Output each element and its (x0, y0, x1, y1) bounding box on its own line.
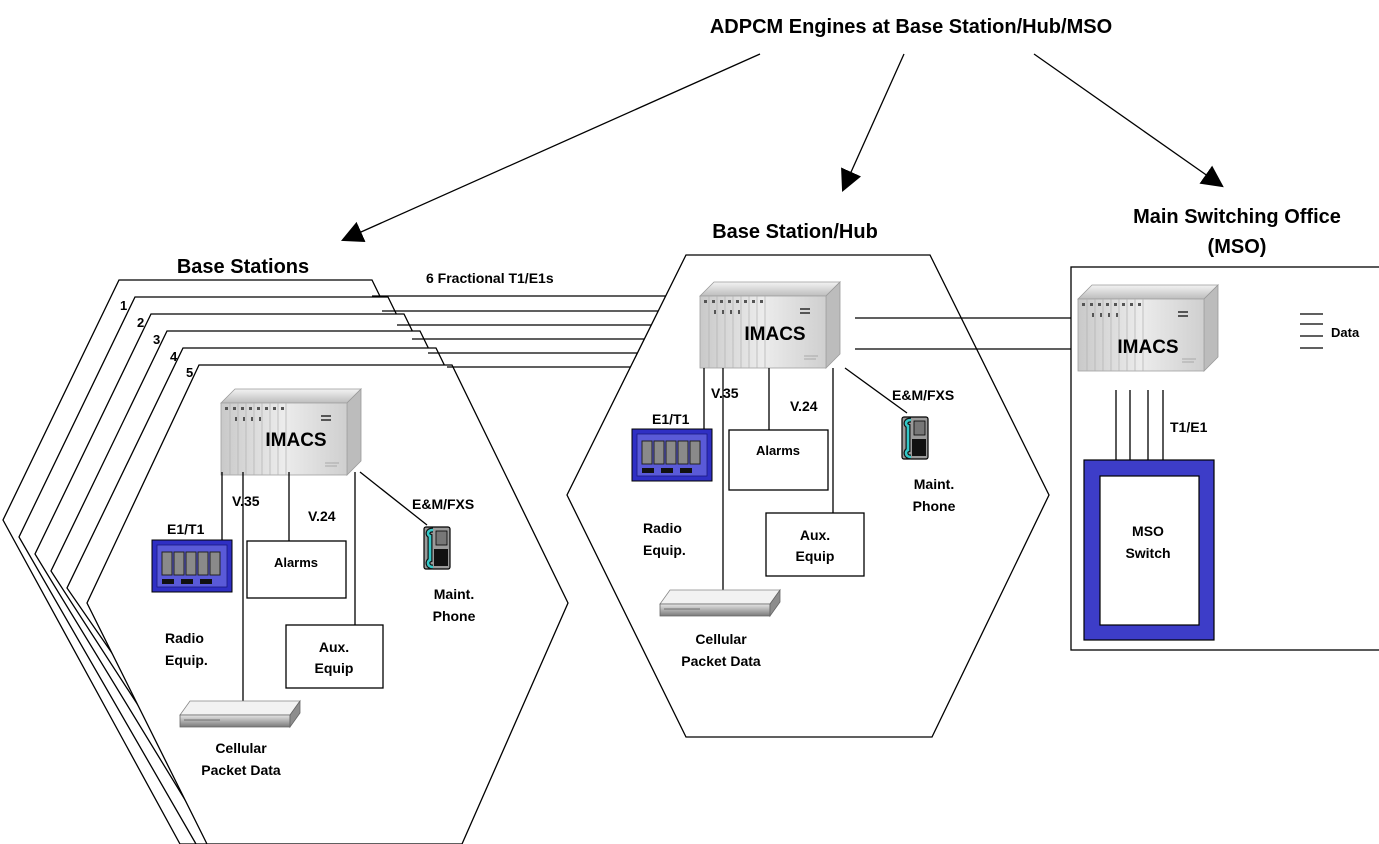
base-cellular-modem (179, 700, 301, 728)
base-aux-equip-box (285, 624, 384, 689)
trunk-label: 6 Fractional T1/E1s (426, 270, 554, 286)
hub-aux-equip-box (765, 512, 865, 577)
base-station-number-5: 5 (186, 365, 193, 380)
base-station-number-2: 2 (137, 315, 144, 330)
base-cellular-label-1: Cellular (215, 740, 267, 756)
mso-imacs-label: IMACS (1117, 337, 1178, 358)
hub-maint-label-1: Maint. (914, 476, 954, 492)
hub-maint-phone (902, 417, 928, 459)
mso-data-lines (1300, 313, 1323, 349)
hub-group: Base Station/Hub IMACS V.35 V.24 E&M/FXS… (566, 221, 1050, 738)
hub-hexagon (566, 254, 1050, 738)
base-e1t1-label: E1/T1 (167, 521, 205, 537)
base-maint-label-1: Maint. (434, 586, 474, 602)
mso-heading-line-2: (MSO) (1208, 236, 1267, 258)
hub-cellular-label-1: Cellular (695, 631, 747, 647)
base-stations-heading: Base Stations (177, 256, 309, 278)
base-station-number-4: 4 (170, 349, 178, 364)
hub-radio-label-1: Radio (643, 520, 682, 536)
mso-switch-label-1: MSO (1132, 523, 1164, 539)
hub-radio-device (631, 428, 713, 482)
base-cellular-label-2: Packet Data (201, 762, 281, 778)
hub-cellular-modem (659, 589, 781, 617)
arrow-to-hub (841, 53, 905, 193)
arrow-to-base-stations (340, 53, 761, 242)
arrow-to-mso (1033, 53, 1224, 188)
mso-data-label: Data (1331, 325, 1360, 340)
hub-e1t1-label: E1/T1 (652, 411, 690, 427)
base-imacs-label: IMACS (265, 430, 326, 451)
mso-heading-line-1: Main Switching Office (1133, 206, 1341, 228)
hub-link-v35: V.35 (711, 385, 739, 401)
mso-switch-label-2: Switch (1125, 545, 1170, 561)
base-radio-label-1: Radio (165, 630, 204, 646)
base-link-v35: V.35 (232, 493, 260, 509)
base-radio-device (151, 539, 233, 593)
base-maint-phone (424, 527, 450, 569)
hub-radio-label-2: Equip. (643, 542, 686, 558)
base-link-em-fxs: E&M/FXS (412, 496, 474, 512)
hub-aux-label-1: Aux. (800, 527, 830, 543)
hub-cellular-label-2: Packet Data (681, 653, 761, 669)
hub-maint-label-2: Phone (913, 498, 956, 514)
base-radio-label-2: Equip. (165, 652, 208, 668)
base-aux-label-2: Equip (315, 660, 354, 676)
base-link-v24: V.24 (308, 508, 336, 524)
base-alarms-box (246, 540, 347, 599)
hub-aux-label-2: Equip (796, 548, 835, 564)
hub-alarms-box (728, 429, 829, 491)
diagram-title: ADPCM Engines at Base Station/Hub/MSO (710, 16, 1112, 38)
mso-t1e1-lines (1115, 390, 1164, 460)
mso-switch-inner (1099, 475, 1200, 626)
base-alarms-label: Alarms (274, 555, 318, 570)
base-station-number-3: 3 (153, 332, 160, 347)
hub-heading: Base Station/Hub (712, 221, 878, 243)
hub-link-v24: V.24 (790, 398, 818, 414)
mso-imacs-chassis (1077, 284, 1219, 372)
base-aux-label-1: Aux. (319, 639, 349, 655)
base-station-number-1: 1 (120, 298, 127, 313)
mso-t1e1-label: T1/E1 (1170, 419, 1208, 435)
base-maint-label-2: Phone (433, 608, 476, 624)
hub-alarms-label: Alarms (756, 443, 800, 458)
base-stations-group: Base Stations 1 2 3 4 5 6 Fractional T1/… (2, 256, 700, 844)
hub-link-em-fxs: E&M/FXS (892, 387, 954, 403)
hub-imacs-label: IMACS (744, 324, 805, 345)
mso-group: Main Switching Office (MSO) IMACS Data T… (1070, 206, 1379, 651)
